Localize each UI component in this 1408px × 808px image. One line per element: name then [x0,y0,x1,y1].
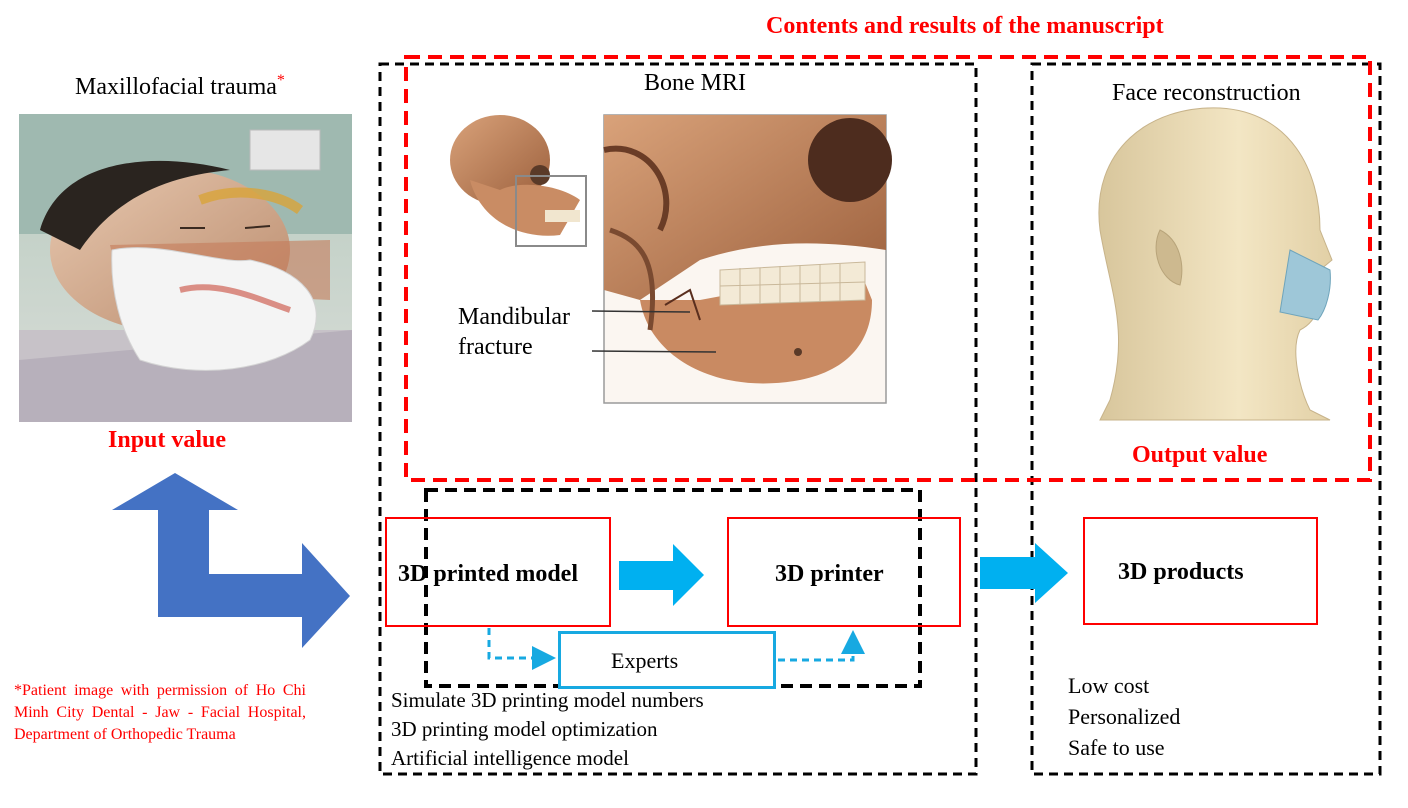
patient-footnote: *Patient image with permission of Ho Chi… [14,682,306,743]
skull-thumbnail [450,115,587,247]
fracture-annotation-line2: fracture [458,334,533,360]
skull-illustration [603,114,892,404]
annotation-leader-1 [591,310,691,313]
input-title: Maxillofacial trauma* [75,72,285,101]
input-title-mark: * [276,72,285,89]
process-arrow [619,544,704,606]
fracture-annotation-line1: Mandibular [458,304,570,330]
product-item: Safe to use [1068,735,1165,760]
process-list: Simulate 3D printing model numbers 3D pr… [391,686,704,773]
input-value-label: Input value [108,427,227,453]
patient-photo [19,114,352,422]
printer-box: 3D printer [727,517,961,627]
face-reconstruction-title: Face reconstruction [1112,80,1301,106]
right-dashed-frame [1030,62,1382,776]
bone-mri-title: Bone MRI [644,70,746,96]
connector-from-experts [778,630,865,662]
input-flow-arrow [112,473,350,648]
printed-model-label: 3D printed model [398,561,578,587]
head-illustration [1098,107,1333,421]
top-title: Contents and results of the manuscript [766,13,1164,39]
experts-label: Experts [611,648,679,673]
product-arrow [980,543,1068,603]
experts-box: Experts [558,631,776,689]
products-box: 3D products [1083,517,1318,625]
products-list: Low cost Personalized Safe to use [1068,670,1180,763]
process-item: 3D printing model optimization [391,717,658,741]
product-item: Personalized [1068,704,1181,729]
process-item: Artificial intelligence model [391,746,629,770]
fracture-annotation: Mandibular fracture [458,302,570,362]
results-dashed-frame [404,55,1372,482]
process-item: Simulate 3D printing model numbers [391,688,704,712]
printed-model-box: 3D printed model [385,517,611,627]
product-item: Low cost [1068,673,1150,698]
connector-to-experts [487,628,556,670]
input-title-text: Maxillofacial trauma [75,74,277,100]
printer-label: 3D printer [775,561,884,587]
annotation-leader-2 [591,350,717,353]
products-label: 3D products [1118,559,1244,585]
output-value-label: Output value [1132,442,1268,468]
